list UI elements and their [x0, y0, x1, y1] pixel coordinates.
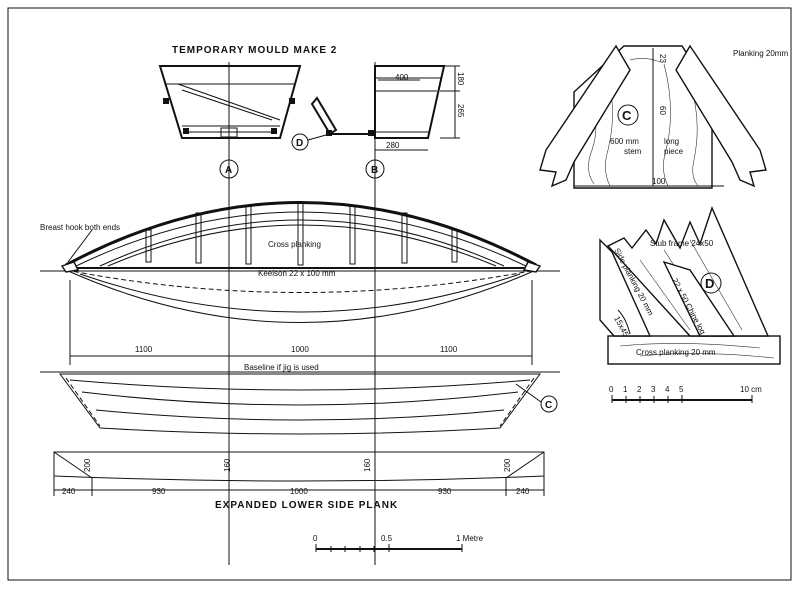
marker-c-circle-plan [540, 395, 558, 413]
detail-d-chine [599, 206, 781, 365]
plank-l-930-left: 930 [152, 487, 166, 496]
detail-scale-bar [611, 395, 753, 403]
marker-b-circle [365, 159, 385, 179]
dim-1000-mid: 1000 [291, 345, 309, 354]
stem-word-label: stem [624, 147, 642, 156]
plank-l-240-right: 240 [516, 487, 530, 496]
marker-c-circle-detail [617, 104, 639, 126]
cross-planking-20mm-label: Cross planking 20 mm [636, 348, 716, 357]
scale-detail-4: 4 [665, 385, 670, 394]
mould-front-view [158, 65, 302, 139]
dim-400: 400 [395, 73, 409, 82]
dim-60: 60 [658, 106, 667, 115]
dim-100: 100 [652, 177, 666, 186]
marker-c-label-detail: C [622, 108, 632, 123]
plank-h-160-a: 160 [223, 458, 232, 472]
stem-length-label: 600 mm [610, 137, 639, 146]
cross-planking-label: Cross planking [268, 240, 321, 249]
scale-main-half: 0.5 [381, 534, 393, 543]
dim-265: 265 [456, 104, 465, 118]
expanded-plank [53, 451, 545, 496]
scale-detail-5: 5 [679, 385, 684, 394]
breast-hook-label: Breast hook both ends [40, 223, 120, 232]
plank-h-200-right: 200 [503, 458, 512, 472]
drawing-border [7, 7, 792, 581]
stub-frame-label: Stub frame 24x50 [650, 239, 714, 248]
keelson-label: Keelson 22 x 100 mm [258, 269, 336, 278]
plan-view [59, 373, 541, 435]
dim-180: 180 [456, 72, 465, 86]
marker-d-circle-detail [700, 272, 722, 294]
mould-title: TEMPORARY MOULD MAKE 2 [172, 45, 337, 56]
scale-detail-3: 3 [651, 385, 656, 394]
long-word-label: long [664, 137, 679, 146]
dim-280: 280 [386, 141, 400, 150]
piece-word-label: piece [664, 147, 684, 156]
mould-side-view: 400 180 265 280 [310, 65, 465, 151]
plank-l-1000: 1000 [290, 487, 308, 496]
baseline-label: Baseline if jig is used [244, 363, 319, 372]
dim-1100-left: 1100 [135, 345, 153, 354]
dim-23: 23 [658, 54, 667, 63]
detail-c-stem [539, 44, 767, 189]
dim-1100-right: 1100 [440, 345, 458, 354]
scale-detail-0: 0 [609, 385, 614, 394]
planking-20mm-label: Planking 20mm [733, 49, 788, 58]
plank-l-930-right: 930 [438, 487, 452, 496]
scale-detail-2: 2 [637, 385, 642, 394]
scale-main-0: 0 [313, 534, 318, 543]
plank-l-240-left: 240 [62, 487, 76, 496]
plank-h-200-left: 200 [83, 458, 92, 472]
marker-b-label: B [371, 165, 378, 176]
scale-main-metre: 1 Metre [456, 534, 484, 543]
marker-d-label: D [296, 138, 303, 149]
marker-a-label: A [225, 165, 232, 176]
marker-d-label-detail: D [705, 276, 714, 291]
marker-c-label-plan: C [545, 400, 552, 411]
boat-profile [40, 201, 560, 323]
main-scale-bar [315, 544, 463, 552]
plank-h-160-b: 160 [363, 458, 372, 472]
scale-detail-unit: 10 cm [740, 385, 762, 394]
plank-title: EXPANDED LOWER SIDE PLANK [215, 500, 398, 511]
scale-detail-1: 1 [623, 385, 628, 394]
marker-d-circle [291, 133, 309, 151]
marker-a-circle [219, 159, 239, 179]
